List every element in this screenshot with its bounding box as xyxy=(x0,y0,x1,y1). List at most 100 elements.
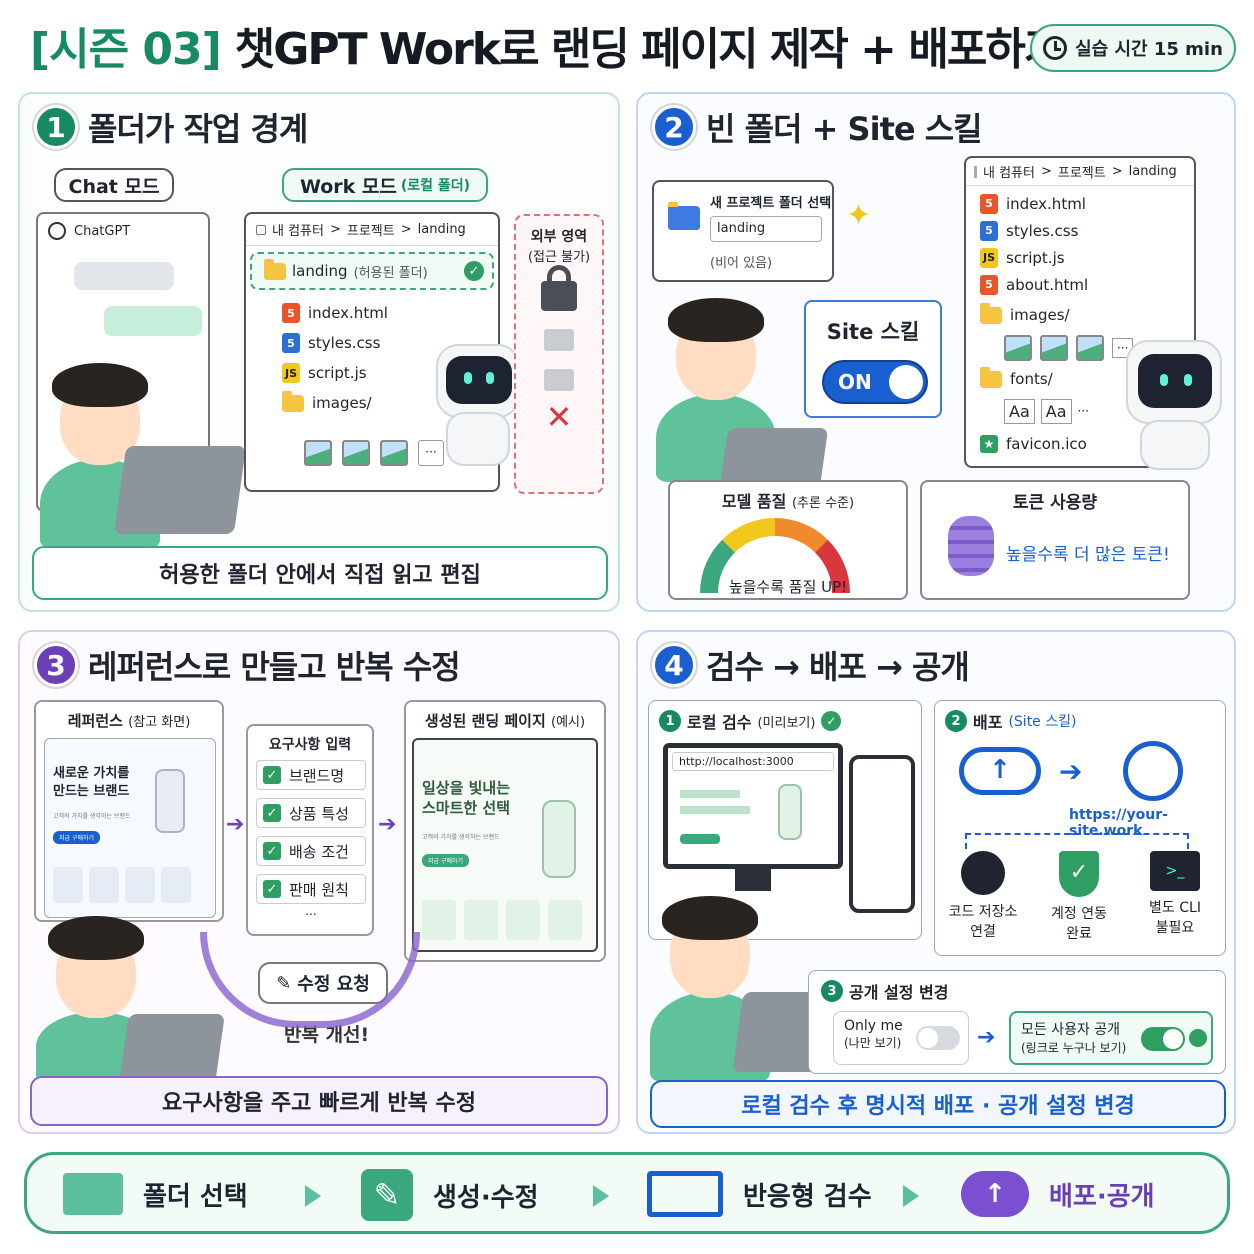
robot-body xyxy=(1140,420,1210,470)
panel-title: 폴더가 작업 경계 xyxy=(88,110,308,148)
arrow-right-icon: ➔ xyxy=(977,1025,996,1050)
blocked-x-icon: ✕ xyxy=(545,398,573,436)
shield-check-icon: ✓ xyxy=(1059,851,1099,897)
outside-area: 외부 영역 (접근 불가) ✕ xyxy=(514,214,604,494)
outside-area-title: 외부 영역 xyxy=(530,229,588,245)
image-icon xyxy=(1040,335,1068,361)
flow-step: ✎ 생성·수정 xyxy=(361,1169,539,1221)
css-file-icon: 5 xyxy=(282,333,300,353)
allowed-folder-row[interactable]: landing(허용된 폴더) ✓ xyxy=(250,252,494,290)
model-quality-card: 모델 품질 (추론 수준) 높을수록 품질 UP! xyxy=(668,480,908,600)
panel-title: 레퍼런스로 만들고 반복 수정 xyxy=(88,648,461,686)
html-file-icon: 5 xyxy=(282,303,300,323)
panel-caption: 허용한 폴더 안에서 직접 읽고 편집 xyxy=(32,546,608,600)
arrow-right-icon xyxy=(305,1185,321,1207)
site-skill-toggle[interactable]: ON xyxy=(822,360,928,404)
toggle-on xyxy=(1141,1027,1185,1051)
site-url-link[interactable]: https://your-site.work xyxy=(1069,807,1168,839)
file-item[interactable]: images/ xyxy=(980,298,1133,332)
panel-title: 검수 → 배포 → 공개 xyxy=(706,648,970,686)
robot-character xyxy=(1126,340,1222,424)
mobile-phone xyxy=(849,755,915,913)
terminal-icon: >_ xyxy=(1150,851,1200,891)
checkbox-checked-icon: ✓ xyxy=(263,766,281,784)
file-item[interactable]: ★favicon.ico xyxy=(980,428,1133,460)
cloud-upload-icon: ↑ xyxy=(961,1171,1029,1217)
arrow-right-icon xyxy=(903,1185,919,1207)
visibility-settings-card: 3 공개 설정 변경 Only me(나만 보기) ➔ 모든 사용자 공개(링크… xyxy=(808,970,1226,1074)
checkbox-checked-icon: ✓ xyxy=(263,804,281,822)
panel-caption: 로컬 검수 후 명시적 배포 · 공개 설정 변경 xyxy=(650,1080,1226,1128)
reference-cta-button: 지금 구매하기 xyxy=(53,831,101,844)
generated-cta-button: 지금 구매하기 xyxy=(422,854,470,867)
only-me-option[interactable]: Only me(나만 보기) xyxy=(833,1011,969,1065)
toggle-off xyxy=(916,1026,960,1050)
public-option[interactable]: 모든 사용자 공개(링크로 누구나 보기) xyxy=(1009,1011,1213,1065)
iterate-label: 반복 개선! xyxy=(284,1024,370,1046)
arrow-right-icon: ➔ xyxy=(378,812,397,837)
laptop-icon xyxy=(119,1014,225,1084)
header: [시즌 03] 챗GPT Work로 랜딩 페이지 제작 + 배포하기 xyxy=(30,10,1230,80)
requirement-item[interactable]: ✓상품 특성 xyxy=(256,798,366,828)
time-badge: 실습 시간 15 min xyxy=(1030,24,1236,72)
users-icon xyxy=(1189,1029,1207,1047)
outside-area-subtitle: (접근 불가) xyxy=(527,250,591,265)
edit-icon: ✎ xyxy=(361,1169,413,1221)
site-skill-label: Site 스킬 xyxy=(826,320,920,344)
token-usage-card: 토큰 사용량 높을수록 더 많은 토큰! xyxy=(920,480,1190,600)
chat-header: ChatGPT xyxy=(38,214,208,248)
arrow-right-icon xyxy=(593,1185,609,1207)
flow-step: 반응형 검수 xyxy=(647,1171,872,1217)
season-label: [시즌 03] xyxy=(30,24,222,75)
flow-step: 폴더 선택 xyxy=(63,1173,248,1215)
requirement-item[interactable]: ✓판매 원칙 xyxy=(256,874,366,904)
chat-mode-label: Chat 모드 xyxy=(54,168,174,202)
image-icon xyxy=(304,440,332,466)
html-file-icon: 5 xyxy=(980,274,998,295)
folder-icon xyxy=(264,258,286,280)
file-item[interactable]: images/ xyxy=(282,388,388,418)
url-bar[interactable]: http://localhost:3000 xyxy=(672,752,834,771)
workflow-bar: 폴더 선택 ✎ 생성·수정 반응형 검수 ↑ 배포·공개 xyxy=(24,1152,1230,1234)
folder-empty-label: (비어 있음) xyxy=(710,256,773,271)
js-file-icon: JS xyxy=(980,247,998,268)
file-item[interactable]: fonts/ xyxy=(980,364,1133,394)
folder-name-input[interactable]: landing xyxy=(710,216,822,242)
star-icon: ★ xyxy=(980,435,998,453)
globe-icon xyxy=(1123,741,1183,801)
requirement-item[interactable]: ✓배송 조건 xyxy=(256,836,366,866)
image-thumbnails: ··· xyxy=(304,440,444,466)
time-badge-label: 실습 시간 15 min xyxy=(1075,39,1223,60)
image-icon xyxy=(1076,335,1104,361)
responsive-devices-icon xyxy=(647,1171,723,1217)
loop-arrow-icon xyxy=(200,932,420,1028)
clock-icon xyxy=(1043,36,1068,60)
robot-character xyxy=(436,344,520,418)
step-number: 1 xyxy=(34,105,78,149)
image-thumbnails: ··· xyxy=(1004,332,1134,364)
coin-stack-icon xyxy=(948,516,994,576)
github-icon xyxy=(961,851,1005,895)
requirement-item[interactable]: ✓브랜드명 xyxy=(256,760,366,790)
requirements-card: 요구사항 입력 ✓브랜드명 ✓상품 특성 ✓배송 조건 ✓판매 원칙 ... xyxy=(246,724,374,936)
js-file-icon: JS xyxy=(282,363,300,383)
bottle-icon xyxy=(542,800,576,878)
bottle-icon xyxy=(155,769,185,833)
lock-icon xyxy=(541,265,577,311)
step-number: 4 xyxy=(652,643,696,687)
reference-heading: 새로운 가치를 만드는 브랜드 xyxy=(53,766,130,799)
cloud-upload-icon: ↑ xyxy=(959,747,1041,795)
generated-page-card: 생성된 랜딩 페이지 (예시) 일상을 빛내는 스마트한 선택 고객의 가치를 … xyxy=(404,700,606,962)
font-samples: Aa Aa ··· xyxy=(1004,394,1133,428)
